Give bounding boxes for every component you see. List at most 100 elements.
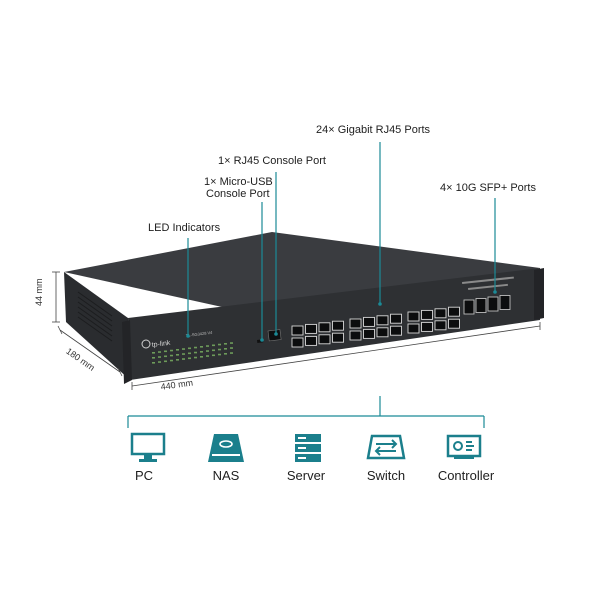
rack-ear-right (534, 268, 544, 320)
console-port (267, 329, 282, 342)
rj45-ports-label: 24× Gigabit RJ45 Ports (316, 124, 431, 136)
rj45-port (434, 308, 447, 319)
led-indicator (164, 355, 167, 358)
rj45-port (390, 325, 402, 336)
led-indicator (170, 354, 173, 357)
led-indicator (182, 348, 185, 350)
controller-icon (444, 432, 484, 464)
led-indicator (170, 349, 173, 352)
led-indicators-label: LED Indicators (148, 222, 221, 234)
sfp-port-array (463, 295, 511, 315)
sfp-port (475, 298, 487, 313)
rj45-port (390, 313, 402, 324)
led-indicator (230, 352, 233, 354)
led-indicator (194, 356, 197, 359)
sfp-ports-label: 4× 10G SFP+ Ports (440, 182, 536, 194)
rj45-port (376, 315, 389, 326)
led-indicator (230, 347, 233, 349)
rj45-port (349, 318, 362, 329)
model-label: TL-SG3428 V4 (186, 330, 214, 338)
led-indicator (218, 348, 221, 351)
led-indicator (170, 359, 173, 362)
switch-top-surface (64, 232, 540, 322)
pc-label: PC (134, 468, 154, 483)
led-indicator (194, 351, 197, 354)
led-indicator (164, 350, 167, 353)
rj45-port (448, 306, 460, 317)
svg-text:tp-link: tp-link (151, 340, 171, 349)
product-description-text (462, 276, 514, 290)
led-indicator (194, 346, 197, 349)
led-indicator (188, 352, 191, 355)
rj45-port (434, 320, 447, 331)
led-indicator (218, 353, 221, 356)
nas-label: NAS (212, 468, 240, 483)
rj45-port (407, 311, 420, 322)
led-indicator (224, 348, 227, 350)
height-dimension: 44 mm (34, 278, 44, 306)
rj45-port (332, 332, 344, 343)
led-indicator (176, 354, 179, 356)
led-indicator (200, 351, 203, 353)
led-indicator (152, 352, 155, 354)
rj45-port (363, 328, 375, 339)
led-indicator (152, 357, 155, 359)
rj45-port (318, 334, 331, 345)
led-indicator-grid (152, 342, 233, 364)
server-icon (288, 432, 328, 464)
rj45-port (376, 327, 389, 338)
rj45-port (318, 322, 331, 333)
rj45-port (363, 316, 375, 327)
rj45-port (305, 335, 317, 346)
switch-label: Switch (366, 468, 406, 483)
led-indicator (188, 357, 191, 360)
rj45-port (291, 337, 304, 348)
led-indicator (224, 343, 227, 345)
rj45-port (407, 323, 420, 334)
led-indicator (200, 346, 203, 348)
sfp-port (487, 296, 499, 312)
console-port-label: 1× RJ45 Console Port (218, 155, 326, 167)
led-indicator (182, 353, 185, 355)
rj45-port (421, 309, 433, 320)
rj45-port (305, 323, 317, 334)
led-indicator (182, 358, 185, 360)
led-indicator (188, 347, 191, 350)
rj45-port (448, 318, 460, 329)
monitor-icon (128, 432, 168, 464)
dimension-lines (52, 271, 541, 390)
rj45-port-array (291, 306, 460, 348)
led-indicator (176, 349, 179, 351)
led-indicator (152, 362, 155, 364)
nas-icon (206, 432, 246, 464)
switch-icon (366, 432, 406, 464)
led-indicator (158, 351, 161, 353)
sfp-port (463, 299, 475, 315)
rj45-port (421, 321, 433, 332)
side-vents (77, 291, 113, 342)
led-indicator (158, 356, 161, 358)
usb-console-label-2: Console Port (206, 188, 270, 200)
led-indicator (158, 361, 161, 363)
led-indicator (212, 349, 215, 352)
rj45-port (291, 325, 304, 336)
led-indicator (230, 342, 233, 344)
led-indicator (164, 360, 167, 363)
led-indicator (212, 354, 215, 357)
led-indicator (206, 355, 209, 357)
led-indicator (200, 356, 203, 358)
rack-ear-left (122, 320, 132, 384)
led-indicator (206, 345, 209, 347)
led-indicator (176, 359, 179, 361)
controller-label: Controller (437, 468, 495, 483)
led-indicator (218, 343, 221, 346)
rj45-port (332, 320, 344, 331)
server-label: Server (286, 468, 326, 483)
rj45-port (349, 330, 362, 341)
usb-console-label-1: 1× Micro-USB (204, 176, 273, 188)
led-indicator (212, 344, 215, 347)
led-indicator (224, 353, 227, 355)
sfp-port (499, 295, 511, 310)
led-indicator (206, 350, 209, 352)
